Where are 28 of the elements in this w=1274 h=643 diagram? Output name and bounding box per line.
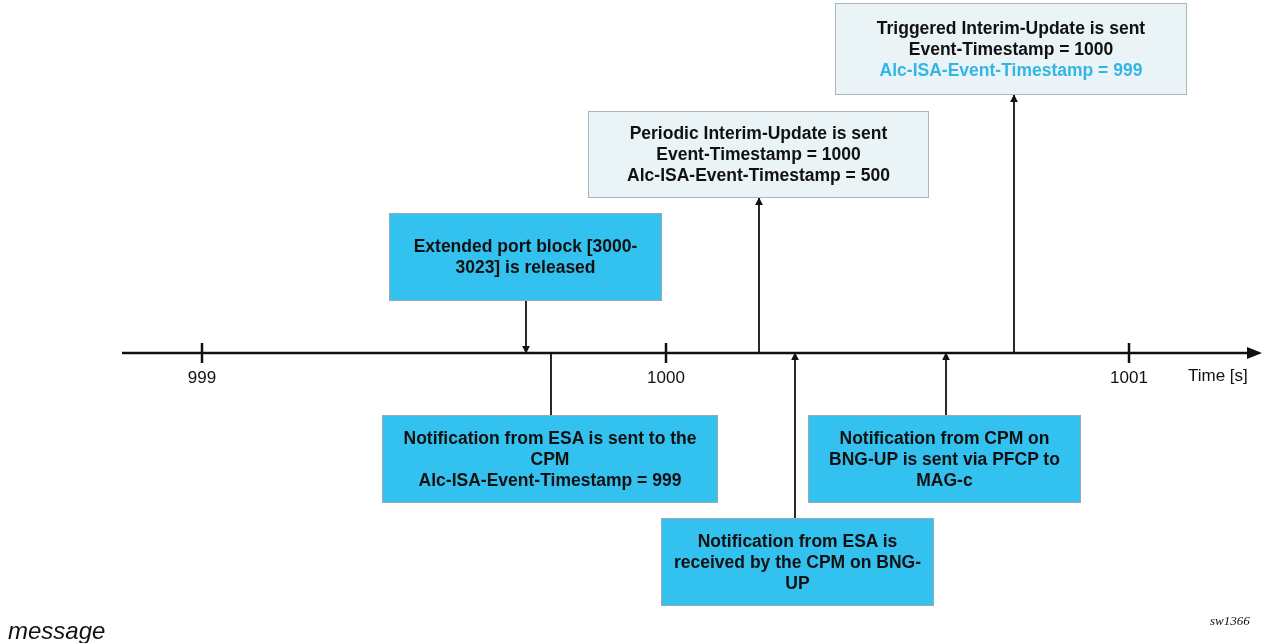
arrow — [755, 197, 763, 354]
event-text: Notification from CPM on BNG-UP is sent via PFCP to MAG-c — [828, 427, 1061, 491]
tick-label: 1000 — [647, 368, 685, 388]
event-text: Notification from ESA is received by the CPM on BNG-UP — [673, 530, 922, 594]
event-box — [808, 415, 1081, 503]
event-box — [661, 518, 934, 606]
axis-label: Time [s] — [1188, 366, 1248, 386]
figure-id: sw1366 — [1210, 613, 1250, 629]
arrow — [522, 300, 530, 354]
arrow — [1010, 94, 1018, 354]
event-box — [382, 415, 718, 503]
event-box — [389, 213, 662, 301]
arrow — [791, 352, 799, 519]
event-text: Notification from ESA is sent to the CPM — [402, 427, 698, 470]
event-text: Alc-ISA-Event-Timestamp = 999 — [879, 59, 1143, 81]
event-text: Event-Timestamp = 1000 — [908, 38, 1114, 60]
arrow — [942, 352, 950, 416]
tick-label: 1001 — [1110, 368, 1148, 388]
event-text: Extended port block [3000-3023] is released — [412, 236, 639, 278]
event-text: Alc-ISA-Event-Timestamp = 500 — [627, 165, 890, 186]
event-text: Periodic Interim-Update is sent — [629, 123, 888, 144]
connector-line — [550, 352, 552, 416]
event-box — [588, 111, 929, 198]
event-box — [835, 3, 1187, 95]
event-text: Event-Timestamp = 1000 — [656, 144, 861, 165]
event-text: Triggered Interim-Update is sent — [876, 17, 1146, 39]
event-text: Alc-ISA-Event-Timestamp = 999 — [418, 469, 682, 491]
tick-label: 999 — [187, 368, 217, 388]
